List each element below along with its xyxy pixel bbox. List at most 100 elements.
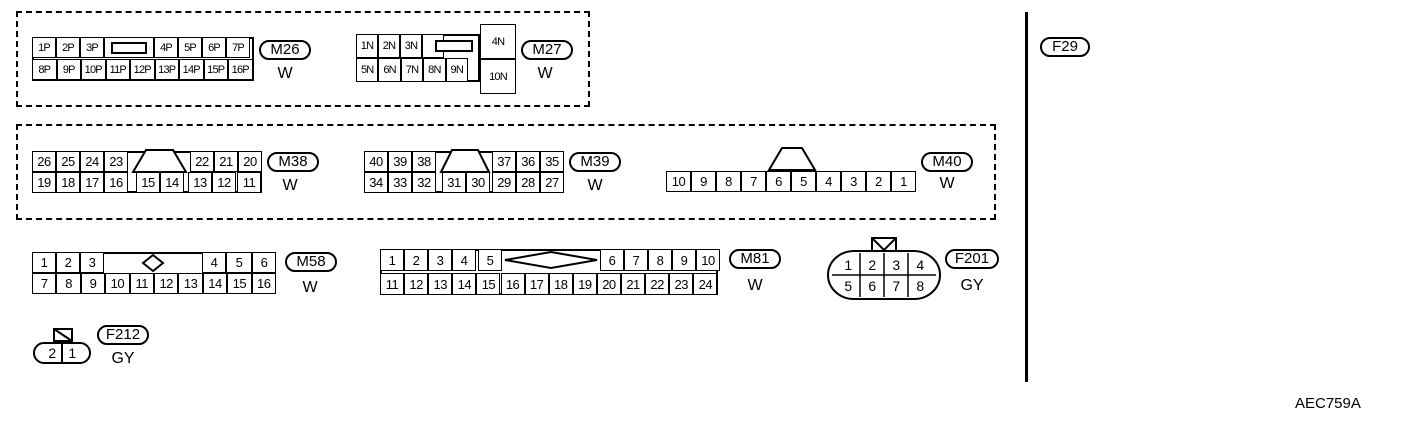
wire-color-m58: W <box>302 279 318 296</box>
pin-24: 24 <box>80 151 104 172</box>
pin-5: 5 <box>844 277 852 294</box>
pin-37: 37 <box>492 151 516 172</box>
pin-3: 3 <box>80 252 104 273</box>
connector-tag-f212: F212 <box>97 325 149 345</box>
wire-color-m27: W <box>537 65 553 82</box>
pin-38: 38 <box>412 151 436 172</box>
pin-19: 19 <box>32 172 56 193</box>
connector-tag-m27: M27 <box>521 40 573 60</box>
connector-tag-m81: M81 <box>729 249 781 269</box>
pin-36: 36 <box>516 151 540 172</box>
pin-15: 15 <box>136 172 160 193</box>
pin-12P: 12P <box>130 59 155 80</box>
pin-22: 22 <box>645 273 670 295</box>
pin-2: 2 <box>404 249 428 271</box>
pin-6N: 6N <box>378 58 401 82</box>
pin-16: 16 <box>500 273 525 295</box>
pin-12: 12 <box>212 172 236 193</box>
pin-30: 30 <box>466 172 490 193</box>
lock-key-icon <box>504 250 598 270</box>
pin-10: 10 <box>696 249 720 271</box>
pin-2N: 2N <box>378 34 400 58</box>
pin-1N: 1N <box>356 34 378 58</box>
pin-5P: 5P <box>178 37 202 58</box>
pin-8: 8 <box>916 277 924 294</box>
pin-23: 23 <box>104 151 128 172</box>
pin-39: 39 <box>388 151 412 172</box>
pin-15P: 15P <box>203 59 228 80</box>
pin-5: 5 <box>226 252 252 273</box>
pin-21: 21 <box>214 151 238 172</box>
pin-3N: 3N <box>400 34 422 58</box>
wire-color-m38: W <box>282 177 298 194</box>
connector-housing <box>33 328 91 364</box>
pin-14: 14 <box>160 172 184 193</box>
pin-32: 32 <box>412 172 436 193</box>
pin-4: 4 <box>816 171 841 192</box>
pin-20: 20 <box>238 151 262 172</box>
pin-9: 9 <box>672 249 696 271</box>
pin-11: 11 <box>380 273 405 295</box>
pin-6: 6 <box>868 277 876 294</box>
pin-4: 4 <box>202 252 226 273</box>
pin-5N: 5N <box>356 58 379 82</box>
pin-27: 27 <box>540 172 564 193</box>
wire-color-m40: W <box>939 175 955 192</box>
pin-9P: 9P <box>56 59 81 80</box>
wire-color-m39: W <box>587 177 603 194</box>
pin-6: 6 <box>600 249 624 271</box>
pin-23: 23 <box>669 273 694 295</box>
pin-7: 7 <box>32 273 57 294</box>
pin-8: 8 <box>716 171 741 192</box>
pin-10: 10 <box>105 273 130 294</box>
pin-4P: 4P <box>154 37 178 58</box>
pin-15: 15 <box>227 273 252 294</box>
pin-7N: 7N <box>400 58 424 82</box>
pin-14: 14 <box>452 273 477 295</box>
pin-4: 4 <box>916 256 924 273</box>
wire-color-f212: GY <box>111 350 135 367</box>
pin-16: 16 <box>104 172 128 193</box>
pin-7: 7 <box>741 171 766 192</box>
pin-34: 34 <box>364 172 388 193</box>
pin-2: 2 <box>48 345 56 361</box>
pin-25: 25 <box>56 151 80 172</box>
pin-15: 15 <box>476 273 501 295</box>
group-frame-middle <box>16 124 996 220</box>
connector-tag-m39: M39 <box>569 152 621 172</box>
pin-14P: 14P <box>179 59 204 80</box>
pin-33: 33 <box>388 172 412 193</box>
pin-6P: 6P <box>202 37 226 58</box>
pin-17: 17 <box>524 273 549 295</box>
pin-20: 20 <box>596 273 621 295</box>
pin-8: 8 <box>56 273 81 294</box>
pin-18: 18 <box>548 273 573 295</box>
lock-tab-icon <box>871 237 897 252</box>
pin-13P: 13P <box>154 59 179 80</box>
pin-11P: 11P <box>105 59 130 80</box>
pin-1: 1 <box>32 252 56 273</box>
pin-29: 29 <box>492 172 516 193</box>
pin-1: 1 <box>380 249 404 271</box>
connector-tag-m40: M40 <box>921 152 973 172</box>
pin-7: 7 <box>892 277 900 294</box>
wire-color-m81: W <box>747 277 763 294</box>
pin-16P: 16P <box>228 59 253 80</box>
pin-9N: 9N <box>445 58 468 82</box>
pin-10P: 10P <box>81 59 106 80</box>
pin-16: 16 <box>251 273 276 294</box>
pin-10: 10 <box>666 171 691 192</box>
lock-key-icon <box>141 253 165 273</box>
pin-1: 1 <box>891 171 916 192</box>
lock-key-icon <box>767 147 817 171</box>
pin-35: 35 <box>540 151 564 172</box>
pin-22: 22 <box>190 151 214 172</box>
pin-1: 1 <box>68 345 76 361</box>
pin-8P: 8P <box>32 59 57 80</box>
pin-14: 14 <box>202 273 228 294</box>
pin-18: 18 <box>56 172 80 193</box>
pin-12: 12 <box>154 273 179 294</box>
pin-9: 9 <box>691 171 716 192</box>
pin-13: 13 <box>188 172 212 193</box>
pin-10N: 10N <box>480 59 516 94</box>
